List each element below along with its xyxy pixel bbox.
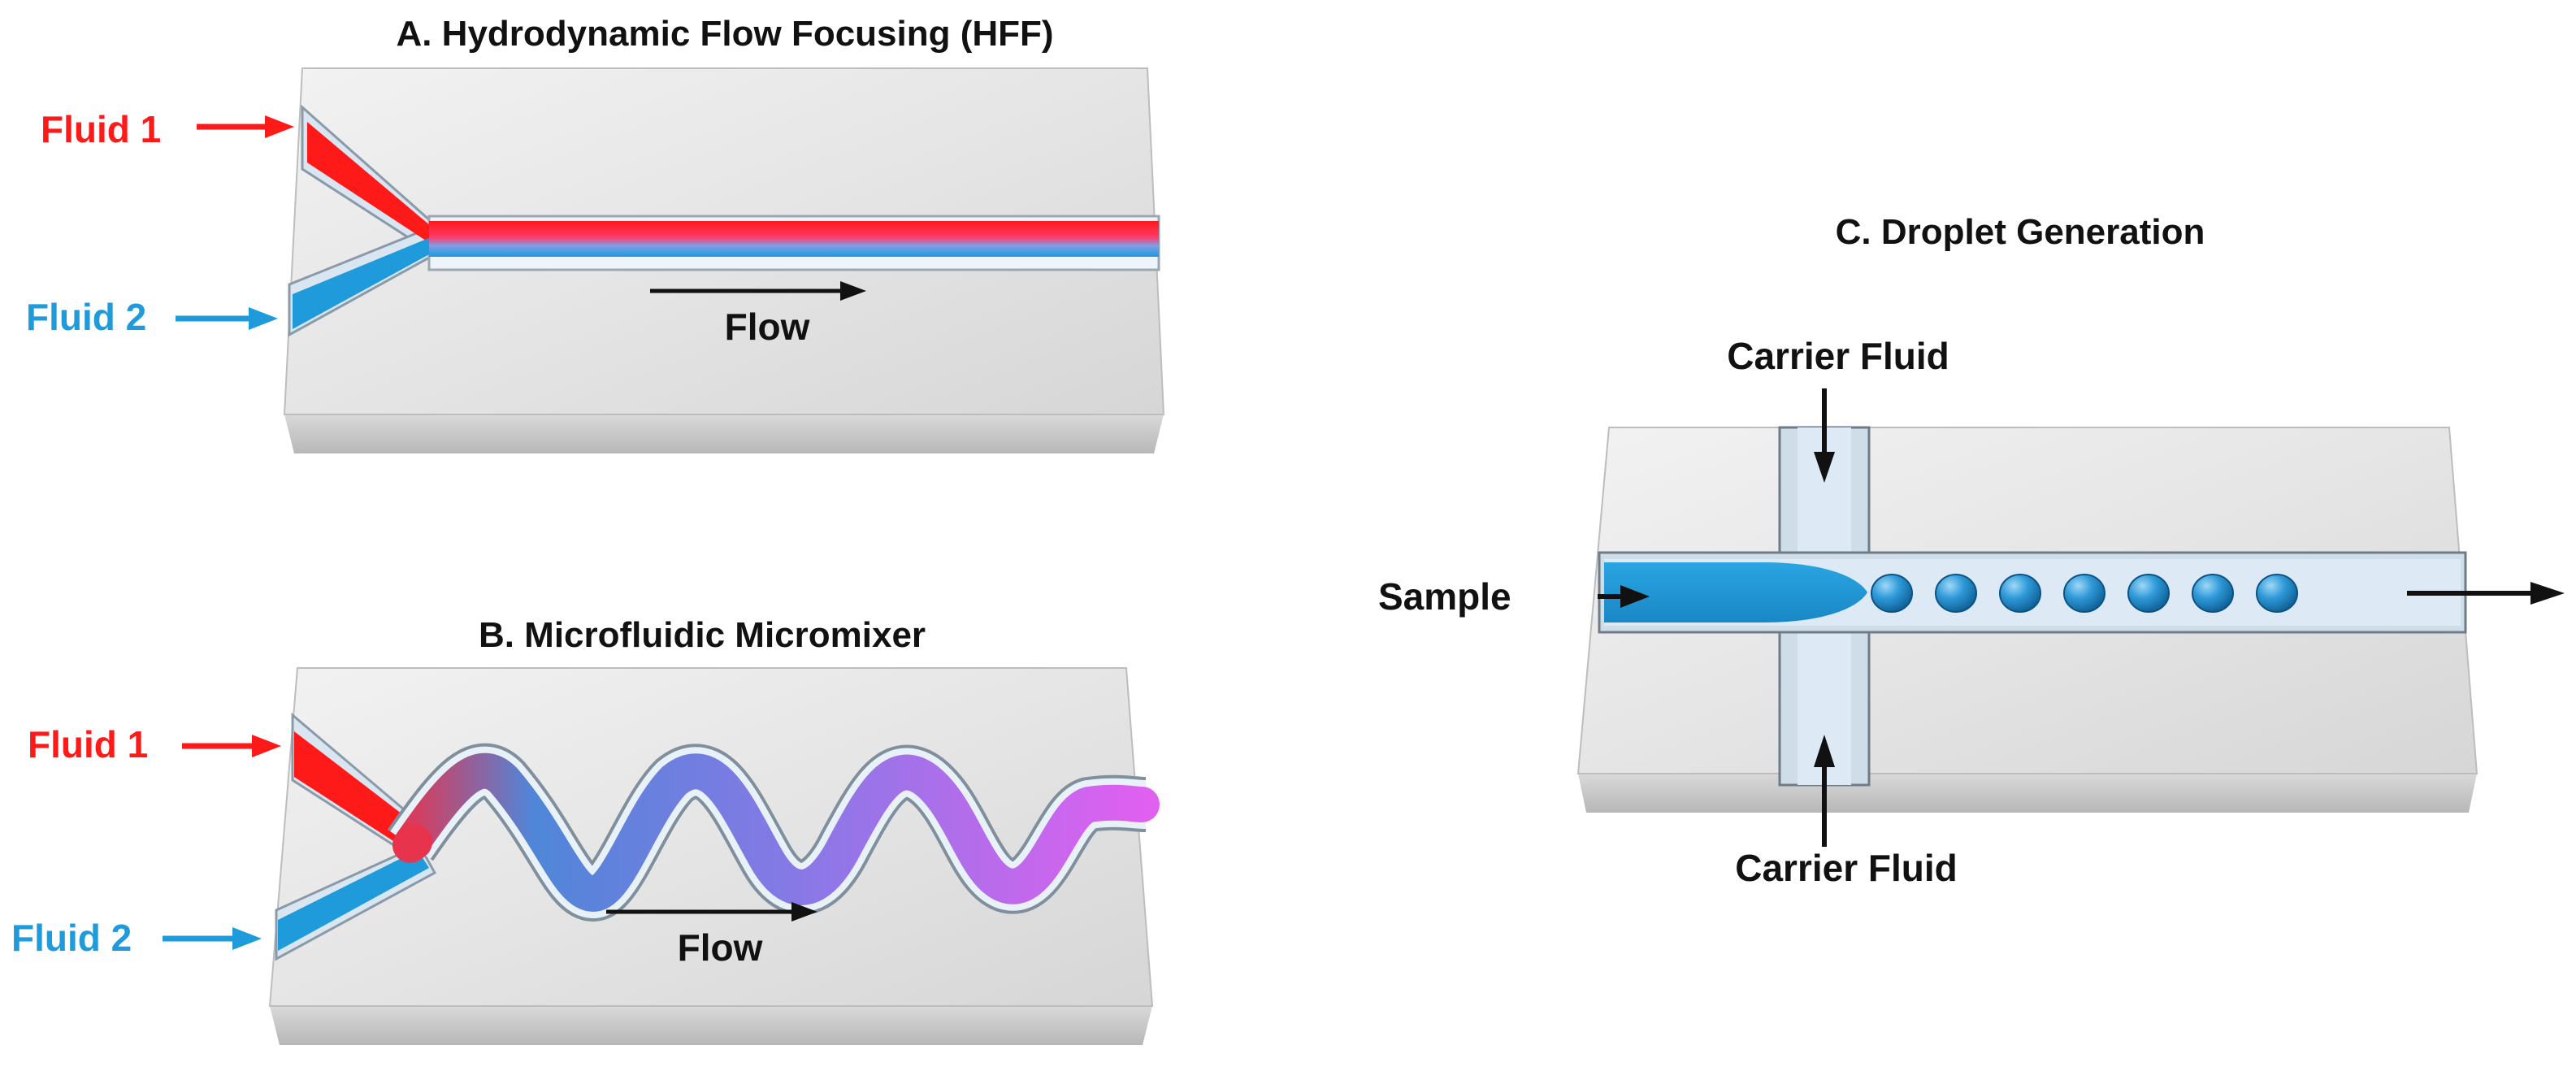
- droplet: [1935, 574, 1977, 613]
- panel-c: C. Droplet Generation Carrier Fluid Carr…: [1378, 212, 2565, 889]
- droplet-group: [1871, 574, 2298, 613]
- panel-a: A. Hydrodynamic Flow Focusing (HFF) Flui…: [26, 14, 1165, 453]
- chip-side: [270, 1006, 1152, 1045]
- panel-a-title: A. Hydrodynamic Flow Focusing (HFF): [396, 14, 1053, 54]
- panel-c-carrier-top-label: Carrier Fluid: [1727, 335, 1949, 377]
- panel-b-title: B. Microfluidic Micromixer: [479, 615, 926, 655]
- panel-b-fluid2-arrow: [163, 927, 262, 950]
- chip-side: [1578, 774, 2477, 813]
- fluid2-inlet-stream: [278, 850, 429, 951]
- droplet: [2063, 574, 2105, 613]
- panel-a-fluid1-label: Fluid 1: [41, 108, 161, 150]
- fluid1-inlet-stream: [294, 731, 419, 848]
- panel-b-flow-arrow: [606, 902, 817, 922]
- droplet: [2192, 574, 2234, 613]
- panel-b-flow-label: Flow: [678, 926, 763, 969]
- droplet: [1871, 574, 1913, 613]
- output-arrow: [2407, 582, 2565, 605]
- fluid2-inlet-stream: [293, 237, 431, 329]
- panel-c-carrier-bottom-label: Carrier Fluid: [1735, 847, 1958, 889]
- sample-arrow: [1598, 585, 1650, 608]
- panel-c-sample-label: Sample: [1378, 575, 1511, 618]
- panel-a-fluid2-label: Fluid 2: [26, 296, 146, 338]
- droplet: [2127, 574, 2170, 613]
- mixing-junction: [397, 824, 432, 860]
- sample-stream: [1604, 562, 1867, 622]
- droplet: [1999, 574, 2041, 613]
- panel-a-fluid1-arrow: [197, 115, 294, 138]
- panel-b: B. Microfluidic Micromixer Fluid 1 Fluid…: [11, 615, 1160, 1045]
- panel-b-fluid2-label: Fluid 2: [11, 917, 132, 959]
- focused-stream: [429, 221, 1159, 257]
- panel-b-fluid1-label: Fluid 1: [28, 723, 148, 766]
- panel-c-title: C. Droplet Generation: [1836, 212, 2205, 252]
- panel-c-channels: [1598, 426, 2467, 787]
- panel-a-flow-label: Flow: [725, 306, 810, 348]
- droplet: [2256, 574, 2298, 613]
- panel-a-channels: [288, 104, 1160, 337]
- carrier-bottom-arrow: [1814, 735, 1835, 847]
- mixing-stream: [392, 753, 1160, 913]
- chip-side: [284, 414, 1164, 453]
- panel-b-fluid1-arrow: [182, 735, 281, 757]
- panel-b-channels: [275, 712, 1160, 961]
- carrier-top-arrow: [1814, 388, 1835, 483]
- panel-a-fluid2-arrow: [176, 307, 278, 330]
- panel-a-flow-arrow: [650, 281, 866, 301]
- fluid1-inlet-stream: [307, 122, 431, 244]
